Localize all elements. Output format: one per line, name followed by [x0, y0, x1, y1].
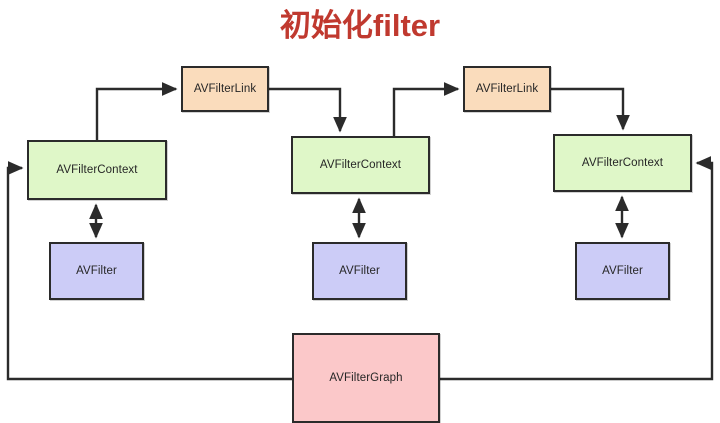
edge-link1-ctx2 — [269, 87, 347, 133]
node-avfiltercontext-3[interactable]: AVFilterContext — [553, 134, 692, 192]
edge-ctx2-link2 — [392, 82, 460, 136]
node-label: AVFilterContext — [319, 159, 402, 171]
node-avfiltergraph[interactable]: AVFilterGraph — [292, 333, 440, 423]
node-label: AVFilterContext — [56, 164, 138, 176]
node-avfilter-2[interactable]: AVFilter — [312, 242, 407, 300]
node-avfilter-3[interactable]: AVFilter — [575, 242, 670, 300]
node-avfilterlink-2[interactable]: AVFilterLink — [463, 66, 551, 112]
node-avfilterlink-1[interactable]: AVFilterLink — [181, 66, 269, 112]
edge-link2-ctx3 — [551, 87, 630, 131]
node-label: AVFilter — [339, 265, 380, 277]
node-label: AVFilterGraph — [329, 372, 403, 384]
node-label: AVFilter — [76, 265, 117, 277]
node-avfilter-1[interactable]: AVFilter — [49, 242, 144, 300]
edge-graph-ctx1 — [6, 161, 292, 381]
edge-ctx1-link1 — [95, 82, 178, 140]
node-label: AVFilter — [602, 265, 643, 277]
node-avfiltercontext-2[interactable]: AVFilterContext — [291, 136, 430, 194]
edge-graph-ctx3 — [440, 156, 714, 381]
node-label: AVFilterLink — [475, 83, 539, 95]
node-label: AVFilterLink — [193, 83, 257, 95]
node-label: AVFilterContext — [581, 157, 664, 169]
node-avfiltercontext-1[interactable]: AVFilterContext — [27, 140, 167, 200]
page-title: 初始化filter — [279, 8, 441, 43]
